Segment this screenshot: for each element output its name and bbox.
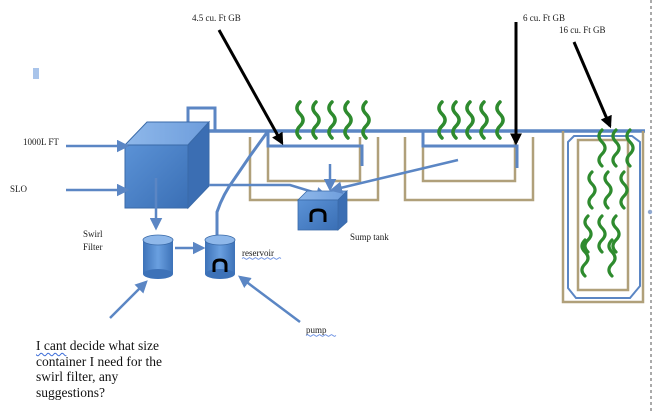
label-slo: SLO — [10, 184, 28, 194]
bed1-inner-pipe — [266, 131, 364, 166]
border-dot — [647, 209, 653, 215]
label-sump-tank: Sump tank — [350, 232, 389, 242]
pump-spell-underline — [305, 334, 337, 337]
question-line-1: I cant decide what size — [36, 338, 206, 354]
label-swirl-filter-1: Swirl — [83, 229, 103, 239]
question-line-3: swirl filter, any — [36, 369, 119, 384]
bed2-inner-pipe — [421, 131, 519, 168]
arrow-gb-small — [217, 29, 284, 146]
label-gb-large: 16 cu. Ft GB — [559, 25, 606, 35]
arrow-gb-large — [572, 41, 612, 129]
label-pump: pump — [306, 325, 327, 335]
fish-tank-box — [123, 120, 211, 210]
reservoir-cylinder — [204, 234, 236, 279]
label-swirl-filter-2: Filter — [83, 242, 103, 252]
pointer-to-swirl-filter — [109, 280, 148, 319]
sump-pump-icon — [309, 208, 327, 222]
sump-tank-box — [297, 190, 348, 231]
question-line-4: suggestions? — [36, 384, 105, 400]
bed3-inner-pipe — [567, 135, 641, 299]
plants-bed2 — [437, 100, 505, 140]
label-gb-small: 4.5 cu. Ft GB — [192, 13, 241, 23]
grow-bed-large — [561, 131, 645, 304]
pipe-bed2-to-sump — [329, 158, 459, 194]
label-reservoir: reservoir — [242, 248, 274, 258]
plants-bed3 — [580, 128, 635, 278]
pipe-reservoir-riser — [215, 130, 270, 236]
swirl-filter-cylinder — [142, 234, 174, 279]
blue-marker — [33, 68, 39, 79]
reservoir-spell-underline — [241, 257, 282, 260]
question-word-cant: I cant — [36, 338, 67, 353]
label-fish-tank: 1000L FT — [23, 137, 59, 147]
pointer-to-reservoir — [238, 275, 301, 323]
plants-bed1 — [295, 100, 371, 140]
reservoir-pump-icon — [212, 258, 228, 272]
grow-bed-medium — [403, 137, 535, 202]
question-text: I cant decide what size container I need… — [36, 338, 206, 400]
question-line-2: container I need for the — [36, 353, 162, 369]
label-gb-medium: 6 cu. Ft GB — [523, 13, 565, 23]
question-line-1-rest: decide what size — [66, 338, 159, 353]
